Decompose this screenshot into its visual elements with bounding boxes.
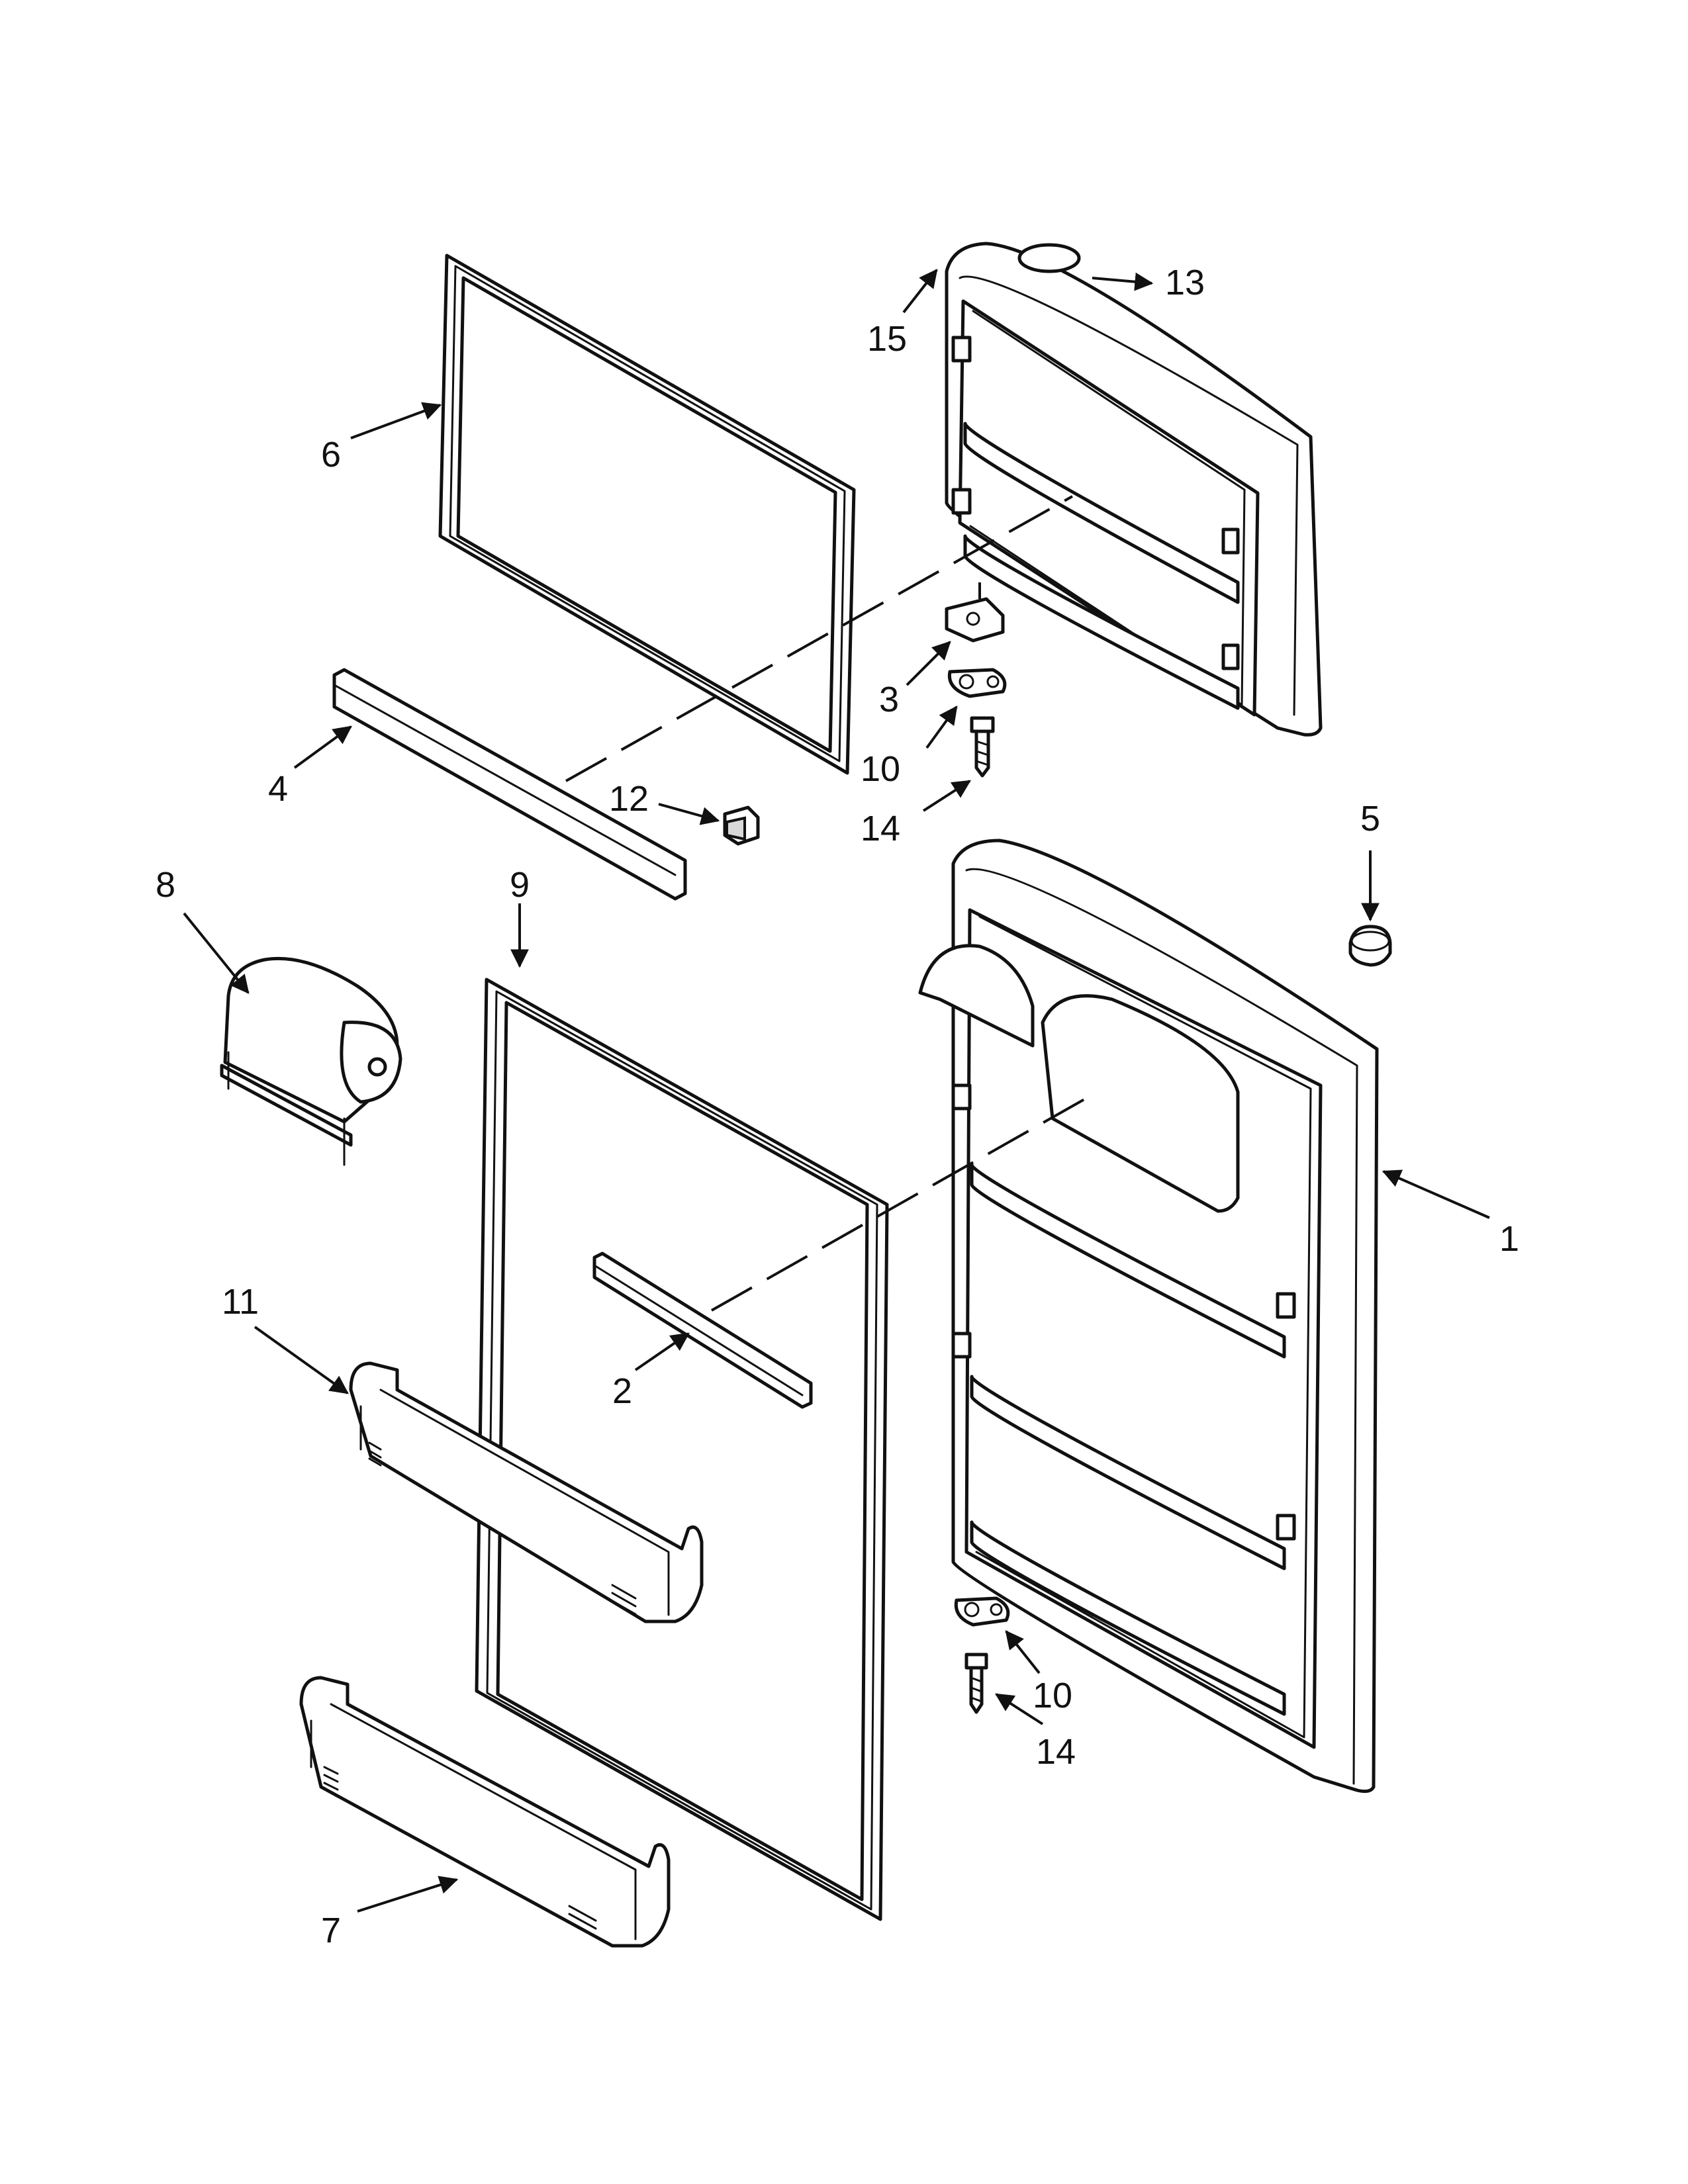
callout-14-upper: 14 [861,809,900,848]
freezer-door [945,242,1323,737]
callout-14-lower: 14 [1036,1732,1076,1772]
callout-6: 6 [321,435,341,475]
callout-3: 3 [879,680,899,719]
callout-labels: 1 2 3 4 5 6 7 8 9 10 10 11 12 13 14 14 1… [156,263,1519,1950]
freezer-door-gasket [438,253,856,775]
callout-2: 2 [612,1371,632,1411]
callout-11: 11 [222,1282,259,1322]
callout-8: 8 [156,865,175,905]
callout-9: 9 [510,865,530,905]
hinge-hole-plug [1348,925,1392,967]
dairy-compartment [220,956,402,1166]
door-clip [723,805,760,846]
assembly-lines [565,495,1086,1312]
callout-10-upper: 10 [861,749,900,789]
upper-hinge-screw [970,716,995,778]
door-center-trim [592,1251,813,1409]
callout-4: 4 [268,769,288,809]
leader-lines [183,269,1490,1913]
lower-hinge-washer [954,1596,1010,1627]
callout-13: 13 [1165,263,1205,302]
callout-10-lower: 10 [1033,1676,1072,1715]
upper-hinge-washer [947,668,1007,698]
fresh-food-door-gasket [475,978,889,1921]
fresh-food-door [918,839,1379,1794]
upper-door-shelf-bin [349,1361,704,1623]
callout-5: 5 [1360,799,1380,839]
callout-15: 15 [867,319,907,359]
callout-12: 12 [609,779,649,819]
lower-door-shelf-bin [299,1676,671,1948]
callout-1: 1 [1499,1219,1519,1259]
upper-hinge-bracket [945,582,1005,643]
freezer-trim-strip [332,668,687,901]
lower-hinge-screw [964,1653,988,1714]
callout-7: 7 [321,1911,341,1950]
